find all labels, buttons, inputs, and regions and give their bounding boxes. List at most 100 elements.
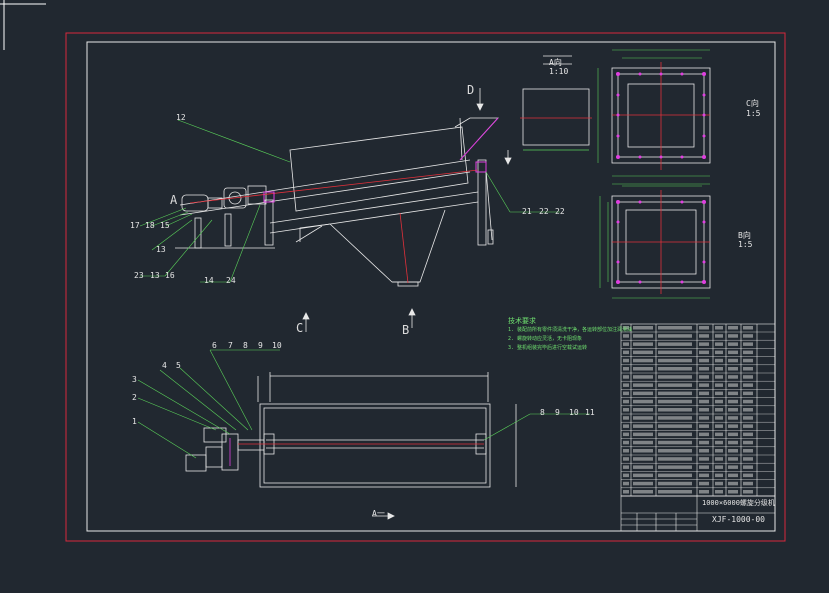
parts-cell-text xyxy=(743,481,753,486)
parts-cell-text xyxy=(715,408,723,412)
parts-cell-text xyxy=(699,358,709,363)
parts-cell-text xyxy=(728,342,738,346)
parts-cell-text xyxy=(699,399,709,404)
parts-text-marks xyxy=(623,326,753,494)
parts-cell-text xyxy=(699,408,709,412)
plan-num-t3: 9 xyxy=(258,341,263,350)
view-b-bolt-holes xyxy=(616,200,706,284)
parts-cell-text xyxy=(623,383,629,387)
view-a-detail xyxy=(520,55,592,151)
parts-cell-text xyxy=(699,490,709,494)
parts-cell-text xyxy=(743,440,753,445)
parts-cell-text xyxy=(633,440,653,445)
title-block xyxy=(620,495,776,532)
parts-cell-text xyxy=(658,342,692,346)
parts-cell-text xyxy=(633,334,653,338)
parts-cell-text xyxy=(658,399,692,404)
parts-cell-text xyxy=(633,424,653,428)
notes-title: 技术要求 xyxy=(508,317,536,325)
parts-cell-text xyxy=(743,416,753,420)
parts-cell-text xyxy=(715,350,723,355)
plan-num-l3: 2 xyxy=(132,393,137,402)
view-a-bottom-label: A一 xyxy=(372,509,385,518)
parts-cell-text xyxy=(658,358,692,363)
parts-cell-text xyxy=(633,465,653,469)
arrow-c-label: C xyxy=(296,321,304,335)
parts-cell-text xyxy=(699,449,709,453)
parts-cell-text xyxy=(658,326,692,330)
parts-cell-text xyxy=(658,375,692,379)
title-block-drawing-no: XJF-1000-00 xyxy=(712,515,765,524)
part-num-side-4: 23 xyxy=(134,271,144,280)
parts-cell-text xyxy=(633,350,653,355)
parts-cell-text xyxy=(658,383,692,387)
parts-cell-text xyxy=(715,358,723,363)
plan-num-t0: 6 xyxy=(212,341,217,350)
parts-cell-text xyxy=(623,342,629,346)
parts-cell-text xyxy=(715,449,723,453)
parts-cell-text xyxy=(658,424,692,428)
parts-cell-text xyxy=(715,457,723,461)
parts-cell-text xyxy=(658,408,692,412)
parts-cell-text xyxy=(715,440,723,445)
parts-cell-text xyxy=(623,358,629,363)
view-a-small-title: A向 xyxy=(549,58,562,67)
parts-cell-text xyxy=(633,473,653,478)
part-num-side-3: 13 xyxy=(156,245,166,254)
parts-cell-text xyxy=(699,424,709,428)
notes-line-3: 3. 整机组装完毕后进行空载试运转 xyxy=(508,345,588,351)
parts-cell-text xyxy=(715,367,723,371)
view-c-detail xyxy=(611,62,711,170)
parts-cell-text xyxy=(728,481,738,486)
parts-cell-text xyxy=(715,342,723,346)
part-num-side-r1: 22 xyxy=(539,207,549,216)
plan-num-t2: 8 xyxy=(243,341,248,350)
view-b-dims xyxy=(599,183,710,299)
view-c-dims xyxy=(597,49,710,187)
parts-cell-text xyxy=(743,391,753,396)
parts-cell-text xyxy=(623,367,629,371)
parts-cell-text xyxy=(743,367,753,371)
arrow-b-label: B xyxy=(402,323,410,337)
parts-cell-text xyxy=(715,424,723,428)
parts-cell-text xyxy=(715,375,723,379)
plan-num-l2: 3 xyxy=(132,375,137,384)
parts-cell-text xyxy=(623,408,629,412)
parts-cell-text xyxy=(743,490,753,494)
parts-cell-text xyxy=(728,465,738,469)
parts-cell-text xyxy=(699,350,709,355)
parts-cell-text xyxy=(633,326,653,330)
parts-cell-text xyxy=(699,416,709,420)
plan-num-r2: 10 xyxy=(569,408,579,417)
parts-cell-text xyxy=(633,408,653,412)
parts-cell-text xyxy=(743,473,753,478)
parts-cell-text xyxy=(658,367,692,371)
parts-cell-text xyxy=(633,375,653,379)
parts-cell-text xyxy=(699,432,709,437)
parts-cell-text xyxy=(743,383,753,387)
parts-cell-text xyxy=(743,449,753,453)
parts-cell-text xyxy=(715,326,723,330)
parts-cell-text xyxy=(728,449,738,453)
parts-cell-text xyxy=(658,350,692,355)
parts-cell-text xyxy=(623,432,629,437)
parts-cell-text xyxy=(728,432,738,437)
parts-cell-text xyxy=(715,391,723,396)
parts-cell-text xyxy=(658,391,692,396)
parts-cell-text xyxy=(658,334,692,338)
notes-line-2: 2. 螺旋转动应灵活，无卡阻现象 xyxy=(508,336,583,342)
parts-cell-text xyxy=(623,449,629,453)
parts-cell-text xyxy=(623,416,629,420)
parts-cell-text xyxy=(699,481,709,486)
inlet-arrow xyxy=(504,150,512,165)
parts-cell-text xyxy=(728,399,738,404)
parts-cell-text xyxy=(633,358,653,363)
sheet-border-inner xyxy=(86,41,776,532)
parts-cell-text xyxy=(658,457,692,461)
view-c-small-scale: 1:5 xyxy=(746,109,761,118)
parts-cell-text xyxy=(699,391,709,396)
part-num-side-7: 14 xyxy=(204,276,214,285)
parts-cell-text xyxy=(743,399,753,404)
parts-cell-text xyxy=(743,375,753,379)
parts-cell-text xyxy=(728,391,738,396)
